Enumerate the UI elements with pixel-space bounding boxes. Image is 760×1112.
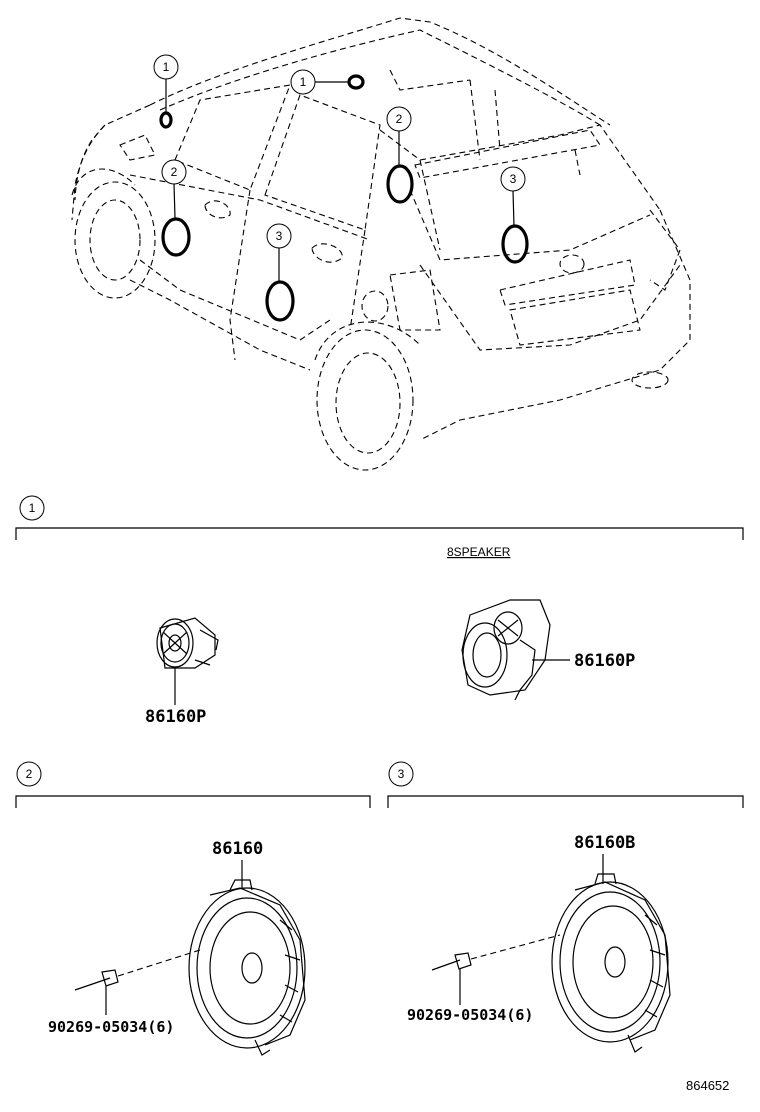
section-bracket — [15, 527, 744, 540]
tweeter-location — [347, 74, 365, 90]
section-marker-label: 2 — [26, 767, 33, 781]
section-marker — [16, 761, 42, 787]
section-bracket — [15, 795, 371, 808]
section-1: 1 8SPEAKER 86160P 86160P — [15, 495, 744, 727]
section-2: 2 86160 90269-05034(6) — [15, 761, 371, 1056]
car-body-outline — [71, 17, 691, 471]
rear-speaker-drawing — [551, 873, 671, 1053]
part-number: 86160P — [145, 707, 206, 727]
illustration-reference-code: 864652 — [686, 1078, 729, 1093]
part-number: 90269-05034(6) — [48, 1018, 174, 1036]
callout-marker — [290, 69, 316, 95]
front-speaker-drawing — [188, 879, 306, 1056]
section-3: 3 86160B 90269-05034(6) — [387, 761, 744, 1053]
callout-label: 2 — [171, 165, 178, 179]
rear-door-speaker-location — [265, 280, 295, 322]
callout-label: 3 — [510, 172, 517, 186]
section-marker — [19, 495, 45, 521]
variant-label: 8SPEAKER — [447, 545, 511, 559]
callout-marker — [161, 159, 187, 185]
callout-marker — [153, 54, 179, 80]
speaker-locations — [159, 74, 529, 322]
section-marker-label: 3 — [398, 767, 405, 781]
section-marker-label: 1 — [29, 501, 36, 515]
front-screw-drawing — [74, 949, 201, 1015]
tweeter-left-drawing — [156, 617, 219, 705]
callout-marker — [500, 166, 526, 192]
front-door-speaker-location — [161, 217, 191, 257]
callout-label: 3 — [276, 229, 283, 243]
callout-label: 2 — [396, 112, 403, 126]
callouts: 1 1 2 2 3 3 — [153, 54, 526, 282]
part-number: 86160B — [574, 833, 635, 853]
callout-label: 1 — [300, 75, 307, 89]
rear-screw-drawing — [431, 934, 561, 1005]
section-bracket — [387, 795, 744, 808]
section-marker — [388, 761, 414, 787]
rear-side-speaker-location — [386, 164, 414, 204]
callout-label: 1 — [163, 60, 170, 74]
hatch-speaker-location — [501, 224, 529, 264]
part-number: 86160P — [574, 651, 635, 671]
part-number: 86160 — [212, 839, 263, 859]
tweeter-right-drawing — [461, 599, 570, 701]
front-tweeter-location — [159, 111, 173, 129]
callout-marker — [386, 106, 412, 132]
callout-marker — [266, 223, 292, 249]
part-number: 90269-05034(6) — [407, 1006, 533, 1024]
